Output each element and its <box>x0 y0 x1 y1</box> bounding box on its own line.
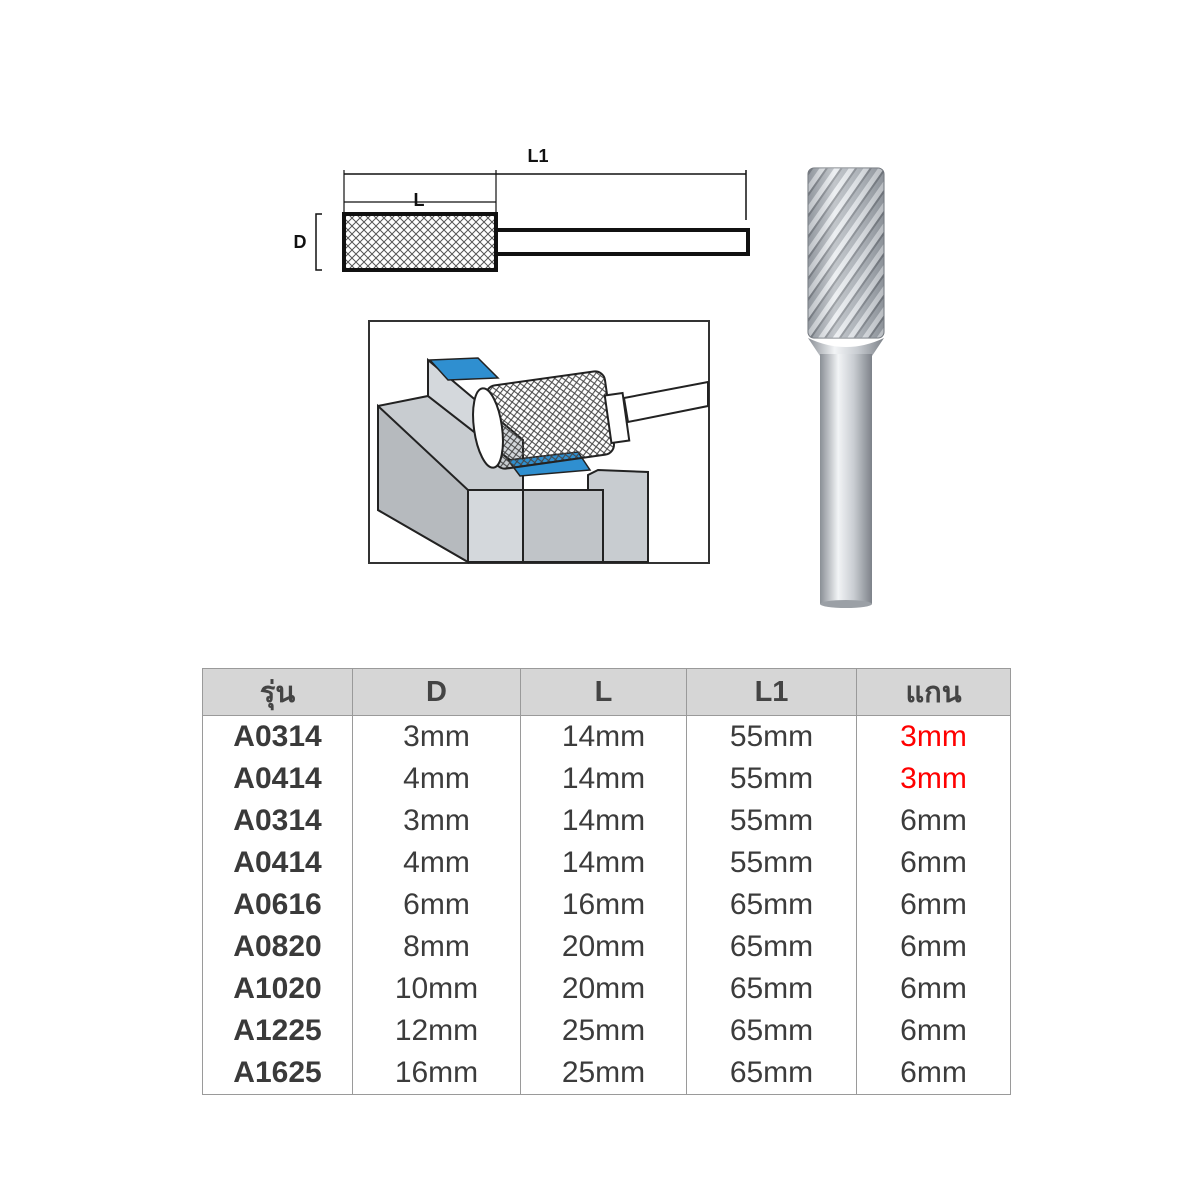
table-row: A1225 12mm 25mm 65mm 6mm <box>202 1010 1011 1052</box>
spec-table: รุ่น D L L1 แกน A0314 3mm 14mm 55mm 3mm … <box>202 668 1011 1095</box>
cell-l: 25mm <box>520 1010 687 1052</box>
cell-shank: 3mm <box>856 758 1011 800</box>
table-row: A0414 4mm 14mm 55mm 3mm <box>202 758 1011 800</box>
cell-l1: 65mm <box>686 926 857 968</box>
cell-l: 25mm <box>520 1052 687 1095</box>
cell-shank: 6mm <box>856 842 1011 884</box>
cell-d: 4mm <box>352 758 521 800</box>
cell-model: A1020 <box>202 968 353 1010</box>
header-l1: L1 <box>686 668 857 716</box>
table-row: A0820 8mm 20mm 65mm 6mm <box>202 926 1011 968</box>
burr-shank-photo <box>820 354 872 604</box>
cell-d: 12mm <box>352 1010 521 1052</box>
cell-shank: 6mm <box>856 1010 1011 1052</box>
dimension-diagram: L1 L D <box>294 146 750 272</box>
cell-model: A0314 <box>202 715 353 758</box>
cell-shank: 6mm <box>856 926 1011 968</box>
table-row: A0314 3mm 14mm 55mm 3mm <box>202 715 1011 758</box>
header-shank: แกน <box>856 668 1011 716</box>
cell-l1: 65mm <box>686 884 857 926</box>
table-row: A0414 4mm 14mm 55mm 6mm <box>202 842 1011 884</box>
cell-l1: 55mm <box>686 715 857 758</box>
cell-l1: 55mm <box>686 800 857 842</box>
cell-l: 16mm <box>520 884 687 926</box>
cell-d: 16mm <box>352 1052 521 1095</box>
cell-l1: 65mm <box>686 1010 857 1052</box>
cell-d: 4mm <box>352 842 521 884</box>
cell-l: 14mm <box>520 842 687 884</box>
cell-l: 20mm <box>520 926 687 968</box>
cell-d: 3mm <box>352 800 521 842</box>
table-row: A1625 16mm 25mm 65mm 6mm <box>202 1052 1011 1095</box>
cell-l1: 65mm <box>686 1052 857 1095</box>
cell-model: A0414 <box>202 758 353 800</box>
cell-d: 10mm <box>352 968 521 1010</box>
cell-shank: 6mm <box>856 884 1011 926</box>
burr-shank-drawing <box>494 228 750 256</box>
table-row: A0314 3mm 14mm 55mm 6mm <box>202 800 1011 842</box>
table-row: A1020 10mm 20mm 65mm 6mm <box>202 968 1011 1010</box>
cell-l: 20mm <box>520 968 687 1010</box>
cell-model: A0616 <box>202 884 353 926</box>
burr-head-drawing <box>342 212 498 272</box>
cell-model: A1625 <box>202 1052 353 1095</box>
table-header-row: รุ่น D L L1 แกน <box>202 668 1011 716</box>
cell-shank: 6mm <box>856 1052 1011 1095</box>
cell-shank: 6mm <box>856 968 1011 1010</box>
header-model: รุ่น <box>202 668 353 716</box>
cell-l: 14mm <box>520 758 687 800</box>
label-l: L <box>414 190 425 210</box>
cell-shank: 3mm <box>856 715 1011 758</box>
cell-model: A1225 <box>202 1010 353 1052</box>
cell-model: A0414 <box>202 842 353 884</box>
usage-illustration <box>368 320 710 564</box>
table-row: A0616 6mm 16mm 65mm 6mm <box>202 884 1011 926</box>
product-photo <box>807 167 885 608</box>
cell-l1: 65mm <box>686 968 857 1010</box>
cell-l: 14mm <box>520 800 687 842</box>
cell-d: 8mm <box>352 926 521 968</box>
cell-l1: 55mm <box>686 842 857 884</box>
cell-l: 14mm <box>520 715 687 758</box>
burr-head-illustration <box>485 370 615 470</box>
cell-d: 3mm <box>352 715 521 758</box>
label-d: D <box>294 232 307 252</box>
cell-model: A0314 <box>202 800 353 842</box>
cell-l1: 55mm <box>686 758 857 800</box>
cell-shank: 6mm <box>856 800 1011 842</box>
label-l1: L1 <box>527 146 548 166</box>
cell-model: A0820 <box>202 926 353 968</box>
cell-d: 6mm <box>352 884 521 926</box>
header-d: D <box>352 668 521 716</box>
header-l: L <box>520 668 687 716</box>
cut-surface-top <box>428 357 500 381</box>
